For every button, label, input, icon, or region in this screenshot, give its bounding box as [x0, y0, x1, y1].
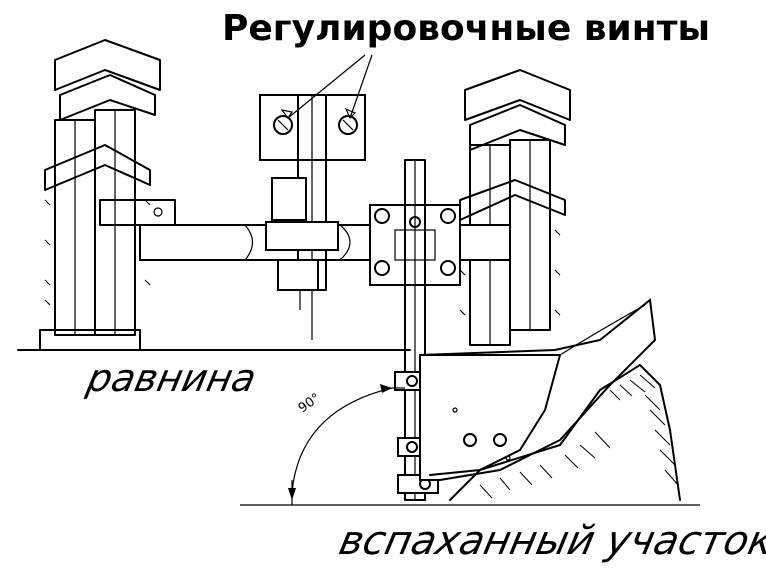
plow-body — [419, 298, 657, 481]
plowed-soil — [449, 364, 681, 501]
adjustment-bracket — [259, 94, 366, 340]
title-leaders — [280, 54, 373, 120]
label-plain: равнина — [83, 356, 261, 400]
label-plowed-area: вспаханный участок — [335, 518, 766, 564]
title: Регулировочные винты — [222, 8, 711, 49]
angle-marker — [288, 384, 405, 505]
left-wheel — [39, 39, 161, 351]
right-wheel — [459, 69, 571, 346]
